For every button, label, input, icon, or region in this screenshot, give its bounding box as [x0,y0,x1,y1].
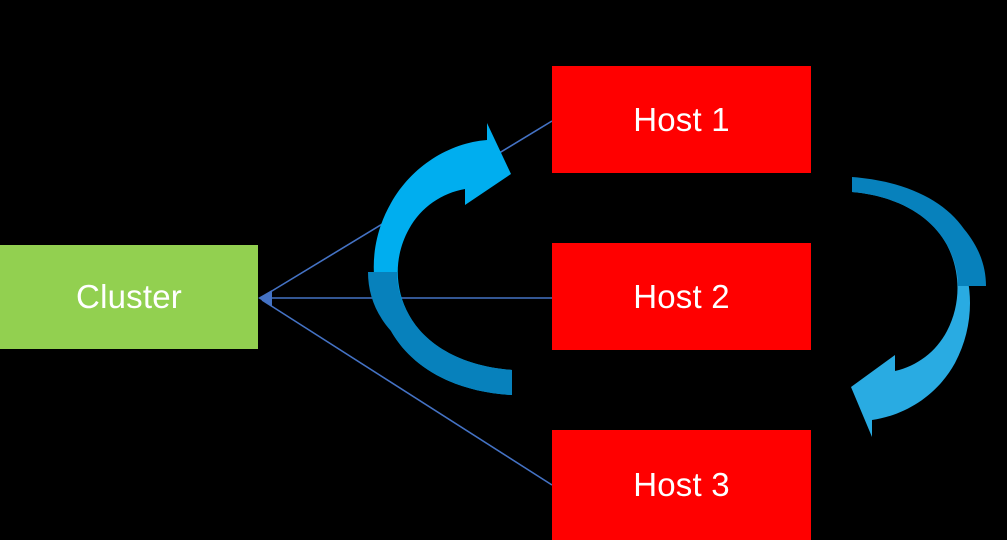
curved-arrow-up-right-icon [373,123,512,443]
curved-arrow-up-right-shadow-icon [368,272,512,443]
curved-arrow-down-left-shadow-icon [852,134,986,286]
node-host-1-label: Host 1 [633,100,730,138]
connector-host3-to-cluster [261,299,553,486]
node-host-3[interactable]: Host 3 [552,430,811,540]
node-cluster-label: Cluster [76,278,182,315]
node-host-2-label: Host 2 [633,277,730,315]
curved-arrow-down-left-icon [851,134,970,437]
node-host-2[interactable]: Host 2 [552,243,811,350]
node-host-1[interactable]: Host 1 [552,66,811,173]
node-cluster[interactable]: Cluster [0,245,258,349]
node-host-3-label: Host 3 [633,466,730,503]
connector-arrowhead-icon [258,290,272,306]
